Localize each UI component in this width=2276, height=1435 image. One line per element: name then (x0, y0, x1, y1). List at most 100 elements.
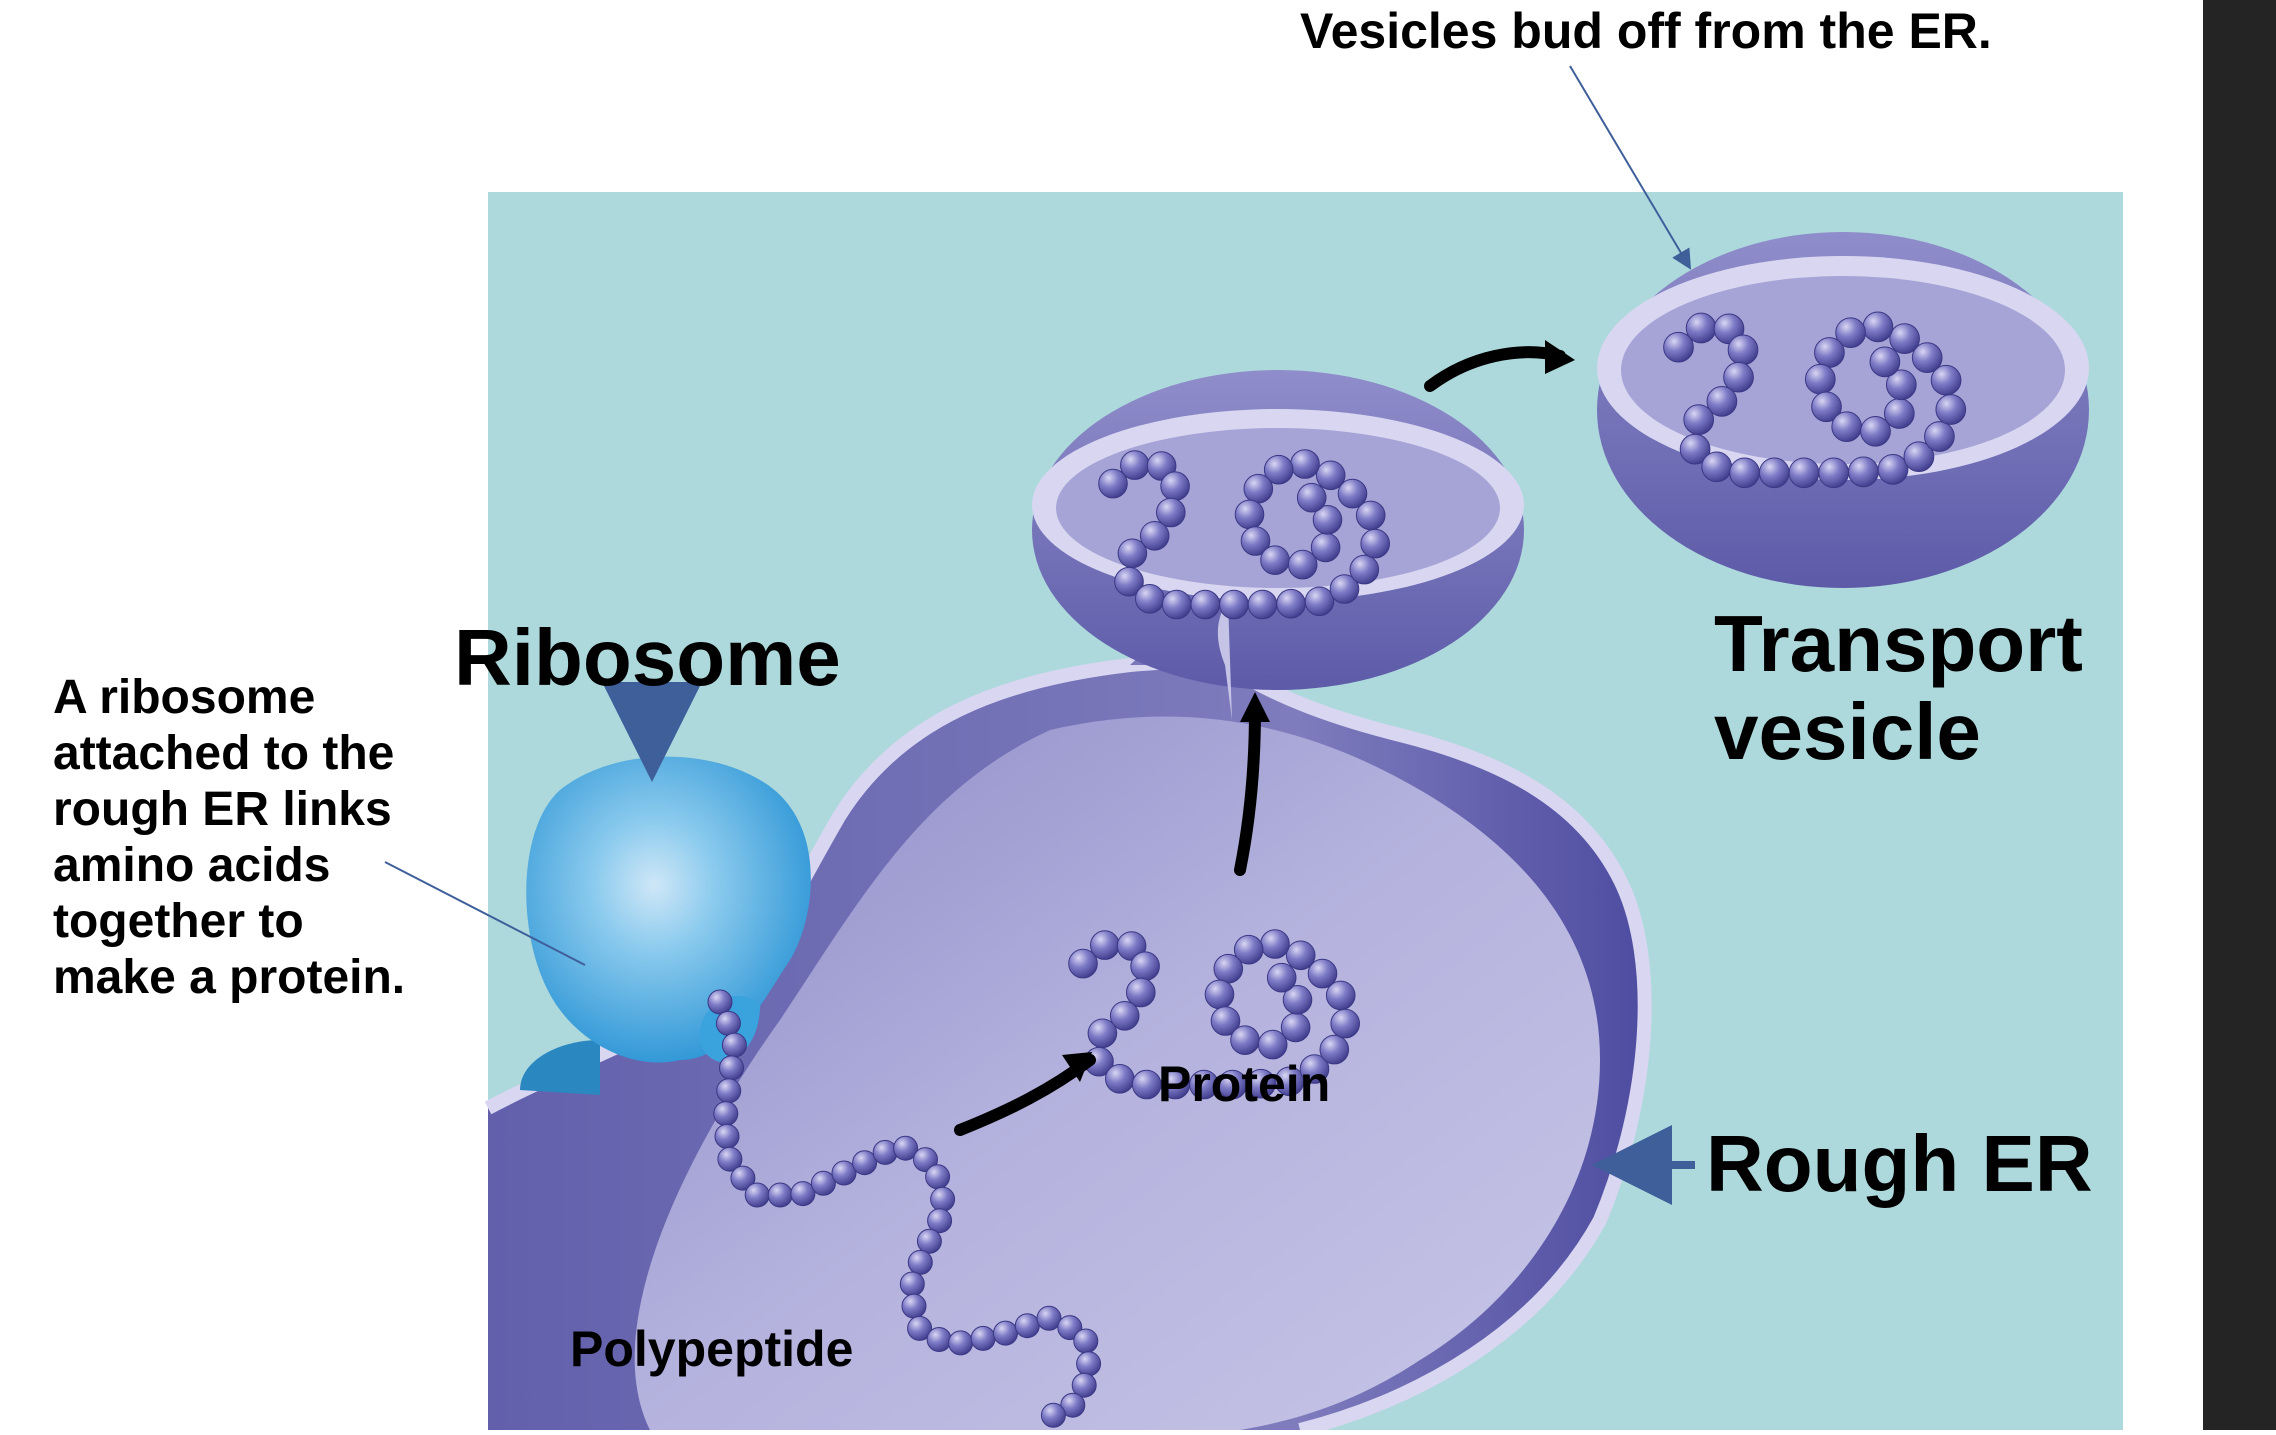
protein-bead (1090, 930, 1120, 960)
polypeptide-bead (872, 1139, 898, 1165)
protein-bead (1230, 1025, 1260, 1055)
transport-protein-bead (1814, 337, 1845, 368)
protein-bead (1204, 979, 1235, 1010)
polypeptide-bead (717, 1146, 743, 1172)
polypeptide-bead (899, 1271, 925, 1297)
protein-label: Protein (1158, 1056, 1331, 1112)
polypeptide-bead (1073, 1328, 1099, 1354)
protein-bead (1213, 953, 1244, 984)
transport-protein-bead (1911, 342, 1943, 373)
polypeptide-bead (719, 1055, 744, 1081)
transport-protein-bead (1818, 457, 1850, 489)
polypeptide-bead (716, 1078, 742, 1104)
polypeptide-bead (901, 1293, 927, 1319)
vesicle-protein-bead (1190, 589, 1221, 620)
protein-bead (1266, 962, 1297, 993)
polypeptide-bead (790, 1181, 816, 1207)
polypeptide-label: Polypeptide (570, 1321, 854, 1377)
transport-protein-bead (1788, 457, 1820, 489)
budding-vesicle-stem (1217, 600, 1232, 720)
polypeptide-bead (925, 1164, 951, 1190)
transport-protein-bead (1729, 457, 1760, 489)
transport-protein-bead (1877, 454, 1909, 485)
transport-protein-bead (1889, 323, 1920, 354)
transport-protein-bead (1835, 317, 1866, 349)
polypeptide-bead (1071, 1372, 1097, 1398)
transport-protein-bead (1706, 386, 1738, 417)
protein-bead (1210, 1006, 1241, 1036)
vesicle-protein-bead (1304, 586, 1335, 617)
vesicle-protein-bead (1349, 554, 1380, 585)
protein-bead (1280, 1012, 1311, 1043)
transport-protein-bead (1758, 457, 1790, 489)
ribosome-label: Ribosome (454, 613, 841, 702)
vesicle-protein-bead (1135, 584, 1165, 614)
protein-bead (1319, 1034, 1350, 1065)
polypeptide-bead (1060, 1392, 1086, 1418)
arrow-bud-off-head (1545, 340, 1575, 374)
polypeptide-bead (1040, 1402, 1066, 1428)
polypeptide-bead (907, 1249, 933, 1275)
transport-protein-bead (1848, 456, 1879, 488)
vesicle-protein-bead (1120, 450, 1150, 480)
vesicle-protein-bead (1098, 468, 1128, 499)
polypeptide-bead (1014, 1313, 1040, 1339)
protein-bead (1130, 951, 1160, 982)
vesicle-protein-bead (1310, 532, 1341, 563)
vesicle-protein-bead (1234, 499, 1265, 530)
polypeptide-bead (993, 1320, 1018, 1346)
transport-protein-bead (1685, 312, 1717, 344)
protein-bead (1325, 980, 1356, 1011)
polypeptide-bead (730, 1165, 756, 1191)
vesicles-leader (1569, 65, 1692, 270)
vesicle-protein-bead (1355, 500, 1386, 531)
ribosome (526, 756, 811, 1063)
vesicle-protein-bead (1329, 574, 1360, 604)
transport-protein-bead (1885, 369, 1917, 401)
polypeptide-bead (715, 1010, 741, 1036)
protein-bead (1260, 929, 1290, 959)
ribosome-desc-leader (384, 861, 586, 966)
vesicle-protein-bead (1287, 549, 1318, 580)
vesicle-protein-bead (1247, 589, 1278, 620)
protein-bead (1274, 1066, 1305, 1097)
scrollbar[interactable] (2203, 0, 2276, 1430)
polypeptide-bead (913, 1147, 938, 1173)
polypeptide-bead (744, 1182, 770, 1208)
polypeptide-bead (852, 1150, 878, 1176)
polypeptide-bead (916, 1228, 942, 1254)
vesicle-protein-bead (1160, 471, 1190, 502)
protein-bead (1233, 934, 1264, 965)
polypeptide-bead (1076, 1351, 1102, 1377)
protein-bead (1307, 958, 1338, 989)
protein-bead (1282, 985, 1313, 1015)
arrow-protein-to-vesicle-head (1240, 692, 1270, 722)
polypeptide-bead (831, 1160, 857, 1186)
transport-protein-bead (1860, 415, 1891, 447)
protein-bead (1299, 1054, 1330, 1084)
transport-protein-bead (1701, 451, 1733, 483)
transport-protein-bead (1683, 404, 1715, 435)
transport-protein-bead (1831, 411, 1863, 443)
polypeptide-bead (893, 1135, 919, 1161)
protein-bead (1257, 1029, 1288, 1060)
polypeptide-bead (714, 1123, 740, 1149)
vesicle-protein-bead (1290, 449, 1320, 479)
vesicle-protein-bead (1161, 589, 1192, 620)
transport-protein-bead (1663, 331, 1694, 363)
vesicle-protein-bead (1312, 505, 1343, 535)
polypeptide-bead (767, 1182, 793, 1208)
vesicle-protein-bead (1276, 588, 1306, 619)
protein-bead (1109, 1001, 1140, 1031)
protein-bead (1068, 948, 1098, 979)
vesicle-protein-bead (1156, 497, 1186, 528)
arrow-polypeptide-to-protein-head (1062, 1052, 1092, 1082)
vesicle-protein-bead (1337, 478, 1368, 509)
transport-protein-bead (1862, 311, 1894, 343)
transport-protein-bead (1727, 334, 1759, 366)
protein-bead (1126, 977, 1156, 1008)
polypeptide-bead (926, 1327, 952, 1352)
transport-protein-bead (1903, 441, 1935, 473)
